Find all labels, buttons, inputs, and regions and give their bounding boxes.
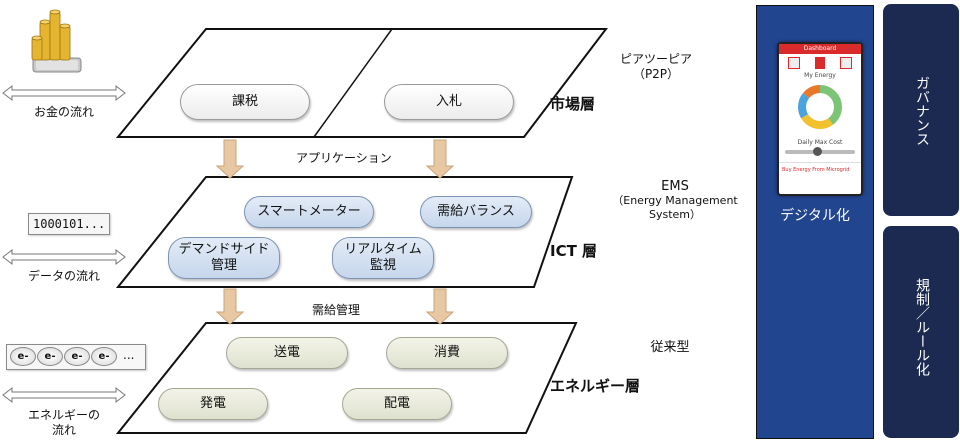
governance-panel: ガバナンス [883,4,959,216]
regulation-label: 規制／ルール化 [914,278,930,376]
electron-icon-2: e- [37,347,63,366]
p2p-label: ピアツーピア （P2P） [596,52,716,82]
energy-layer-title: エネルギー層 [550,377,641,395]
pill-realtime-monitoring: リアルタイム 監視 [332,237,434,279]
phone-header: Dashboard [779,44,861,54]
conventional-label: 従来型 [650,340,690,355]
phone-footer: Buy Energy From Microgrid [779,162,861,177]
ict-layer-title: ICT 層 [550,242,598,260]
data-flow-arrow [2,248,126,266]
down-arrow-ict-energy-right [425,288,455,325]
p2p-label-line1: ピアツーピア [619,52,692,66]
energy-flow-label: エネルギーの 流れ [27,408,100,437]
phone-slider [785,147,855,156]
electron-icon-4: e- [91,347,117,366]
market-layer-title: 市場層 [550,95,596,113]
electron-icon-1: e- [10,347,36,366]
supply-demand-management-label: 需給管理 [312,303,361,317]
ems-label: EMS （Energy Management System） [600,180,750,222]
electron-box: e- e- e- e- ... [6,344,146,370]
ems-label-line3: System） [648,208,702,221]
market-layer-divider [313,28,393,138]
electron-icon-3: e- [64,347,90,366]
ems-label-line2: （Energy Management [612,194,738,207]
smartphone-dashboard-image: Dashboard My Energy Daily Max Cost Buy E… [777,42,863,196]
money-flow-label: お金の流れ [33,105,94,119]
pill-supply-demand-balance: 需給バランス [420,196,532,228]
pill-bidding: 入札 [384,84,514,120]
pill-smart-meter: スマートメーター [244,196,374,228]
data-flow-label: データの流れ [27,269,100,283]
energy-donut-chart [798,85,842,129]
phone-section-title: My Energy [804,72,836,79]
down-arrow-market-ict-left [215,139,245,179]
phone-status-row [779,54,861,72]
pill-consumption: 消費 [386,337,508,369]
money-flow-arrow [2,84,126,102]
phone-cost-title: Daily Max Cost [797,139,843,146]
pill-generation: 発電 [158,388,268,420]
p2p-label-line2: （P2P） [632,67,680,81]
binary-data-box: 1000101... [28,213,111,235]
governance-label: ガバナンス [914,76,930,146]
electron-ellipsis: ... [123,348,135,362]
market-layer-plane [115,28,609,138]
pill-demand-side-management: デマンドサイド 管理 [168,237,280,279]
down-arrow-ict-energy-left [215,288,245,325]
pill-transmission: 送電 [226,337,348,369]
energy-flow-arrow [2,386,126,404]
down-arrow-market-ict-right [425,139,455,179]
ems-label-line1: EMS [661,179,689,194]
application-label: アプリケーション [296,151,392,165]
coin-stack-icon [31,9,82,73]
pill-distribution: 配電 [342,388,452,420]
digitalization-label: デジタル化 [780,208,850,224]
pill-taxation: 課税 [180,84,310,120]
regulation-panel: 規制／ルール化 [883,226,959,438]
